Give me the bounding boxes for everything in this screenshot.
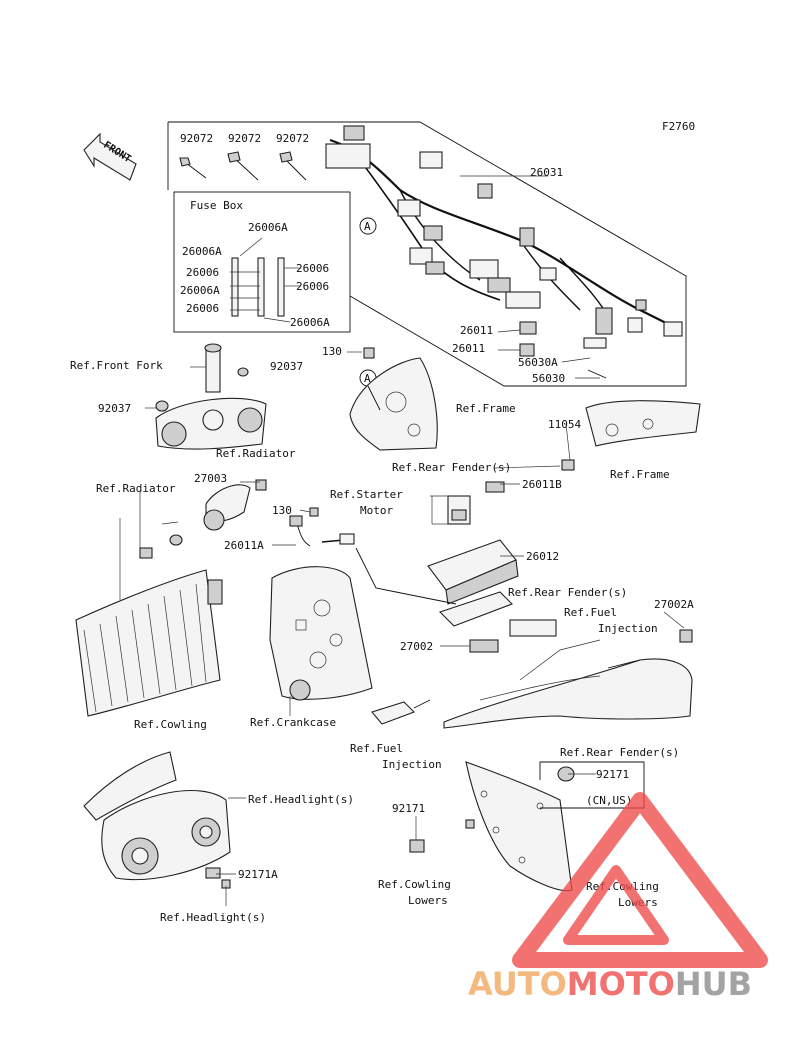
- label-130-2: 130: [272, 504, 292, 517]
- label-27002: 27002: [400, 640, 433, 653]
- battery: [427, 539, 519, 605]
- fuel-injection-sensor: [371, 699, 431, 725]
- label-92171-1: 92171: [596, 768, 629, 781]
- ref-cowling-lowers-1b: Lowers: [408, 894, 448, 907]
- ref-headlight-1: Ref.Headlight(s): [248, 793, 354, 806]
- watermark-part3: HUB: [675, 965, 752, 1003]
- ref-headlight-2: Ref.Headlight(s): [160, 911, 266, 924]
- fuse-box-title: Fuse Box: [190, 199, 243, 212]
- headlight-assembly: [83, 751, 231, 889]
- starter-relay: [447, 481, 505, 525]
- clamp-parts: [179, 151, 307, 181]
- label-92072-2: 92072: [228, 132, 261, 145]
- label-92037-2: 92037: [98, 402, 131, 415]
- watermark-part1: AUTO: [468, 965, 567, 1003]
- label-26011A: 26011A: [224, 539, 264, 552]
- label-26011B: 26011B: [522, 478, 562, 491]
- label-27003: 27003: [194, 472, 227, 485]
- marker-a-top: A: [359, 217, 377, 235]
- ref-crankcase: Ref.Crankcase: [250, 716, 336, 729]
- label-fb-26006-r1: 26006: [296, 262, 329, 275]
- label-fb-26006A-top: 26006A: [248, 221, 288, 234]
- frame-section: [349, 347, 438, 451]
- label-92037-1: 92037: [270, 360, 303, 373]
- harness-outline: [167, 121, 687, 387]
- ref-cowling: Ref.Cowling: [134, 718, 207, 731]
- ref-starter-2: Motor: [360, 504, 393, 517]
- watermark-logo: AUTOMOTOHUB: [468, 792, 768, 1003]
- ref-frame-2: Ref.Frame: [610, 468, 670, 481]
- label-56030: 56030: [532, 372, 565, 385]
- watermark-part2: MOTO: [567, 965, 675, 1003]
- marker-a-top-label: A: [364, 220, 371, 233]
- label-130-1: 130: [322, 345, 342, 358]
- rear-frame: [561, 400, 701, 471]
- label-fb-26006A-left2: 26006A: [180, 284, 220, 297]
- label-cn-us: (CN,US): [586, 794, 632, 807]
- fuse-box-panel: Fuse Box: [173, 191, 351, 333]
- ref-fuel-injection-1a: Ref.Fuel: [564, 606, 617, 619]
- svg-text:AUTOMOTOHUB: AUTOMOTOHUB: [468, 965, 752, 1003]
- label-92171A: 92171A: [238, 868, 278, 881]
- ref-rear-fender-1: Ref.Rear Fender(s): [392, 461, 511, 474]
- label-26011-1: 26011: [460, 324, 493, 337]
- ref-radiator-2: Ref.Radiator: [96, 482, 176, 495]
- battery-cables: [289, 507, 457, 605]
- figure-code: F2760: [662, 120, 695, 133]
- ref-starter-1: Ref.Starter: [330, 488, 403, 501]
- ref-front-fork: Ref.Front Fork: [70, 359, 163, 372]
- ref-fuel-injection-2b: Injection: [382, 758, 442, 771]
- radiator-fan: [139, 479, 267, 559]
- front-fork-assembly: [155, 343, 267, 450]
- label-26031: 26031: [530, 166, 563, 179]
- label-92072-3: 92072: [276, 132, 309, 145]
- wiring-harness: [325, 125, 683, 379]
- label-92072-1: 92072: [180, 132, 213, 145]
- marker-a-frame-label: A: [364, 372, 371, 385]
- label-fb-26006-r2: 26006: [296, 280, 329, 293]
- rear-fender: [443, 619, 693, 729]
- ref-rear-fender-2: Ref.Rear Fender(s): [508, 586, 627, 599]
- ref-frame-1: Ref.Frame: [456, 402, 516, 415]
- label-11054: 11054: [548, 418, 581, 431]
- leader-lines: [119, 175, 685, 906]
- label-fb-26006-l1: 26006: [186, 266, 219, 279]
- label-27002A: 27002A: [654, 598, 694, 611]
- label-26012: 26012: [526, 550, 559, 563]
- ref-rear-fender-3: Ref.Rear Fender(s): [560, 746, 679, 759]
- label-26011-2: 26011: [452, 342, 485, 355]
- ref-radiator-1: Ref.Radiator: [216, 447, 296, 460]
- label-fb-26006-l2: 26006: [186, 302, 219, 315]
- label-fb-26006A-left1: 26006A: [182, 245, 222, 258]
- reference-labels: Ref.Front Fork Ref.Frame Ref.Radiator Re…: [70, 359, 679, 924]
- connector-26011: [519, 321, 537, 357]
- crankcase: [269, 566, 373, 701]
- label-92171-2: 92171: [392, 802, 425, 815]
- label-fb-26006A-bottom: 26006A: [290, 316, 330, 329]
- front-arrow-icon: FRONT: [83, 132, 137, 181]
- cowling-lowers: [409, 761, 575, 892]
- label-56030A: 56030A: [518, 356, 558, 369]
- radiator: [75, 569, 223, 717]
- part-number-labels: 92072 92072 92072 26031 26006A 26006A 26…: [98, 132, 694, 881]
- cn-us-bracket: [539, 761, 645, 809]
- ref-fuel-injection-1b: Injection: [598, 622, 658, 635]
- ref-cowling-lowers-1a: Ref.Cowling: [378, 878, 451, 891]
- battery-tray: [438, 591, 513, 627]
- ref-fuel-injection-2a: Ref.Fuel: [350, 742, 403, 755]
